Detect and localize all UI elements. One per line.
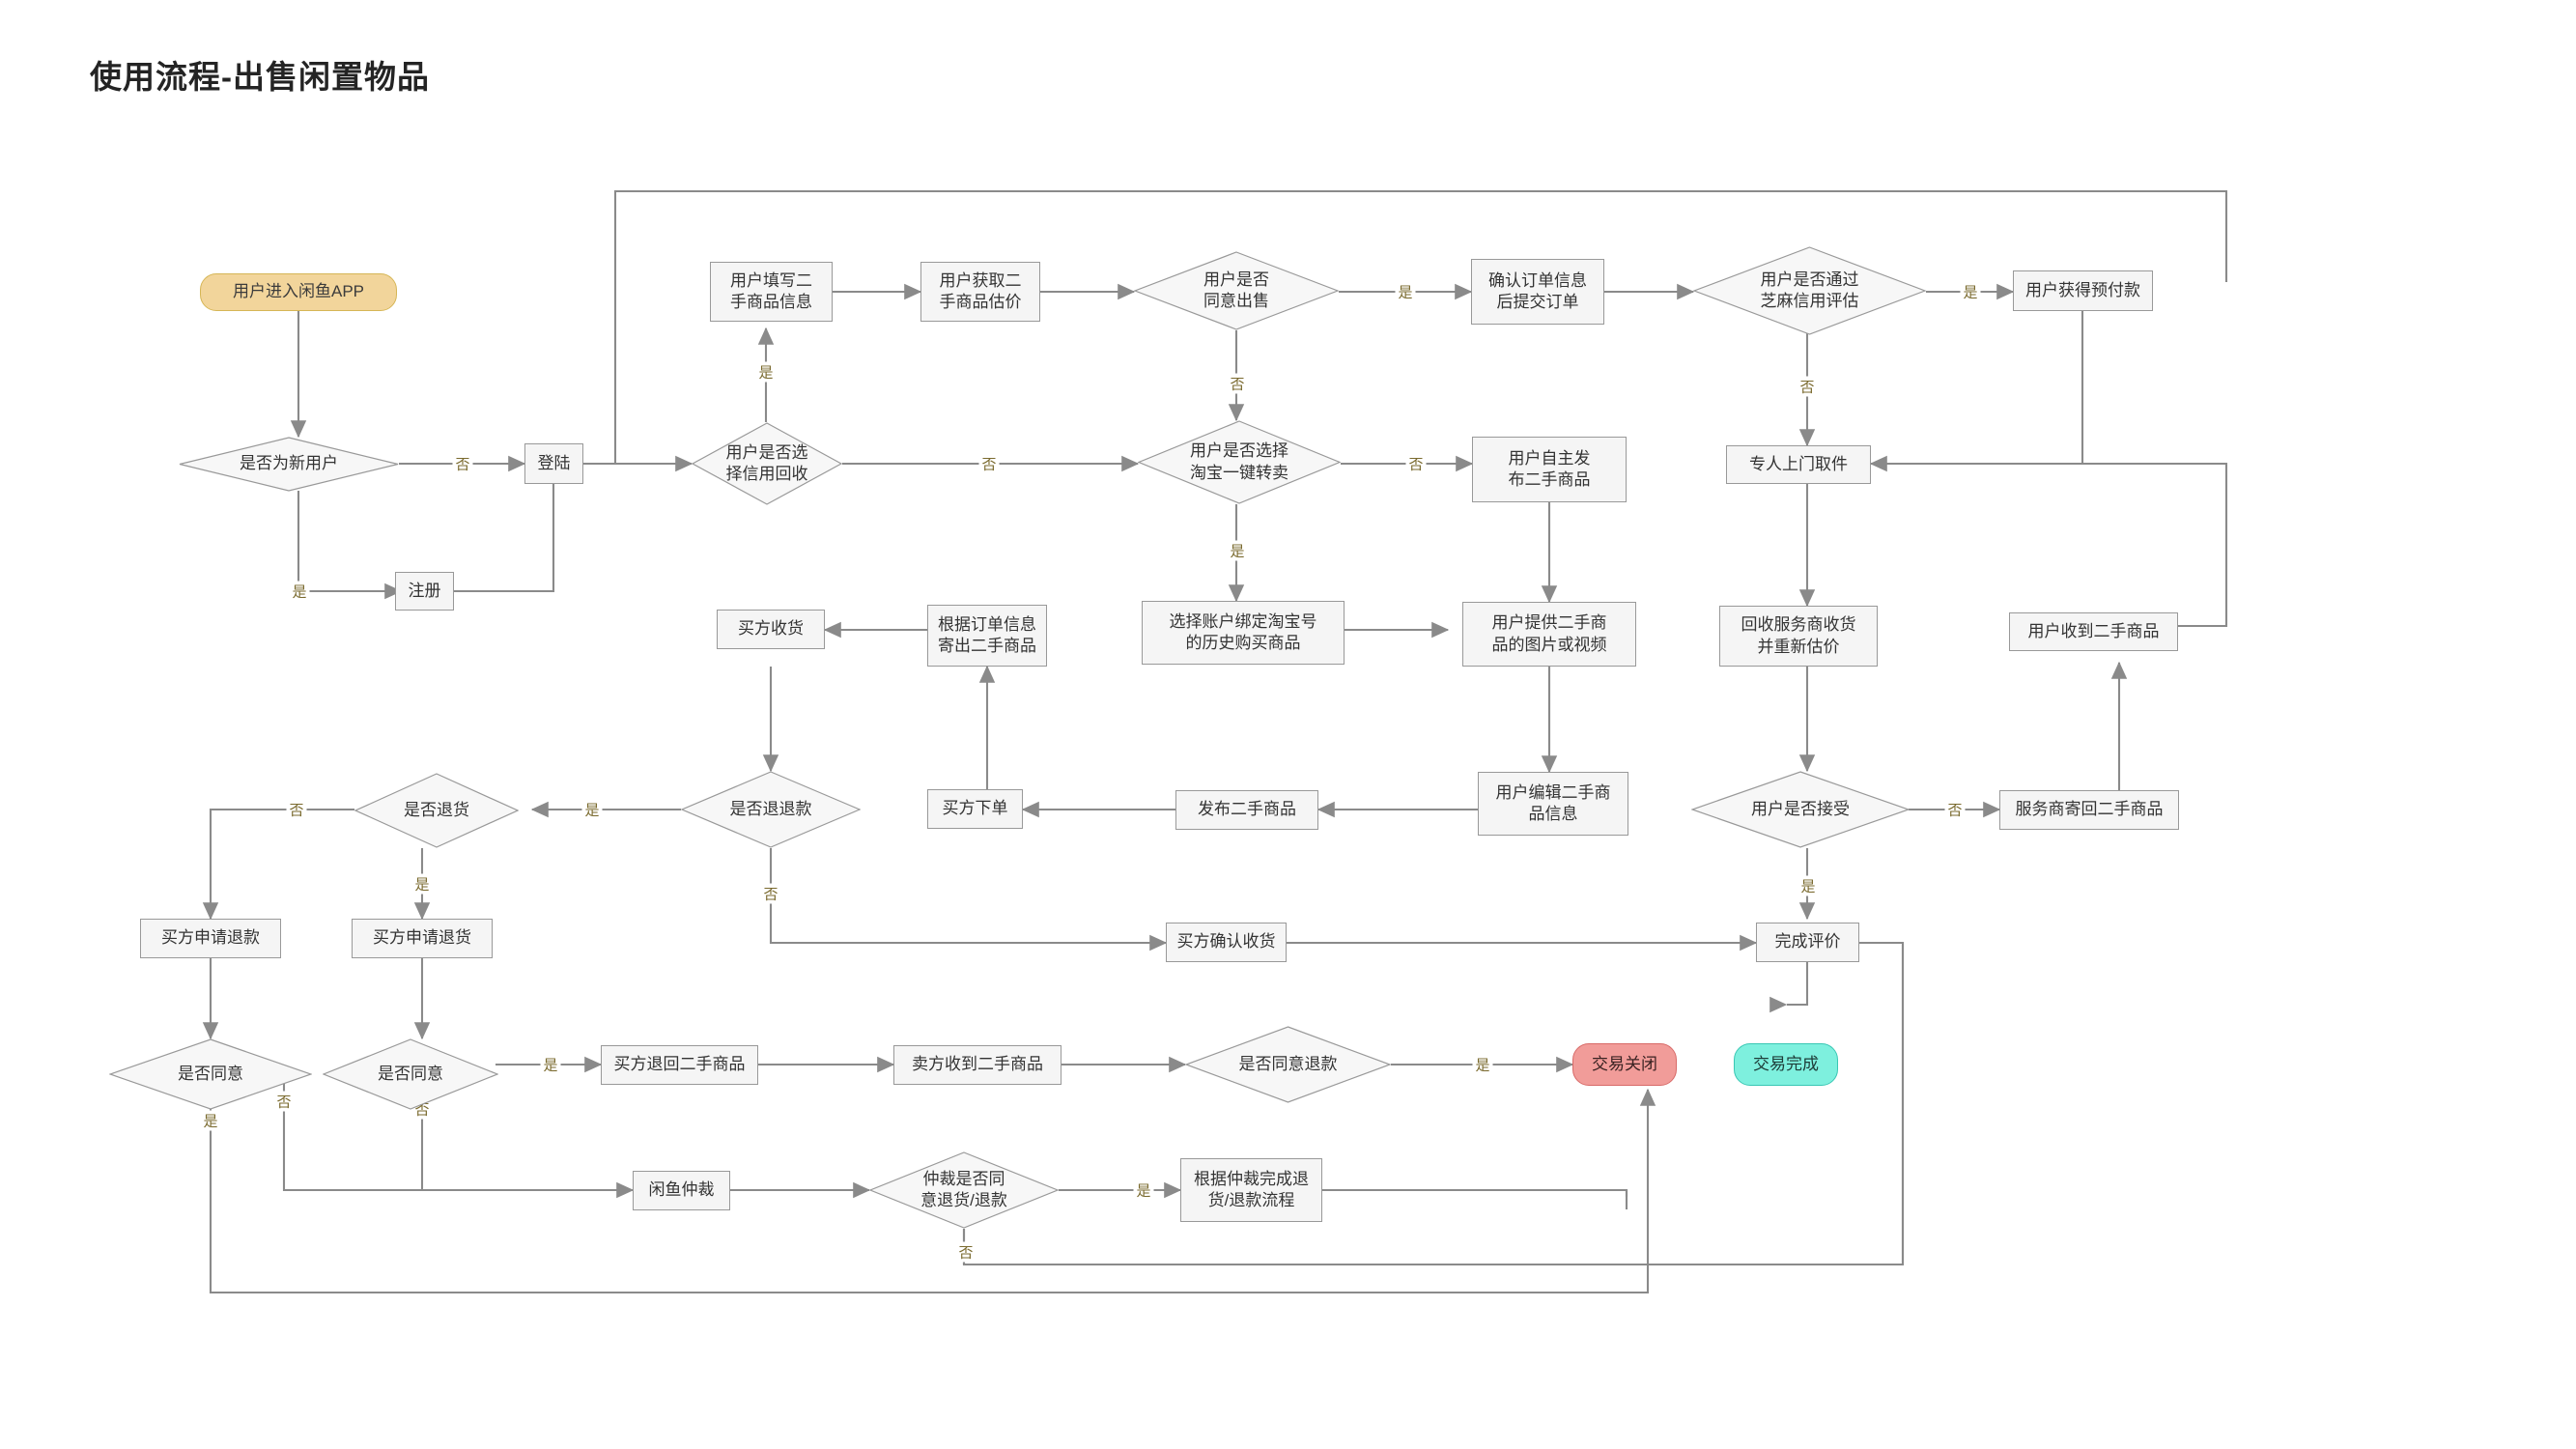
edge-label-yes: 是 — [1798, 875, 1819, 896]
node-label: 用户是否通过 芝麻信用评估 — [1760, 270, 1859, 310]
node-get-prepay[interactable]: 用户获得预付款 — [2013, 270, 2153, 311]
node-publish-item[interactable]: 发布二手商品 — [1175, 790, 1318, 830]
node-agree-refund-3[interactable]: 是否同意退款 — [1185, 1026, 1391, 1103]
node-zhima-credit-check[interactable]: 用户是否通过 芝麻信用评估 — [1693, 246, 1926, 335]
node-complete-by-arbitration[interactable]: 根据仲裁完成退 货/退款流程 — [1180, 1158, 1322, 1222]
node-label: 仲裁是否同 意退货/退款 — [920, 1169, 1007, 1209]
node-service-send-back[interactable]: 服务商寄回二手商品 — [1999, 790, 2179, 830]
node-label: 用户是否选 择信用回收 — [725, 442, 808, 483]
node-label: 是否退退款 — [729, 799, 812, 818]
edge-label-no: 否 — [978, 453, 1000, 474]
node-buyer-apply-refund[interactable]: 买方申请退款 — [140, 919, 281, 958]
node-agree-refund-1[interactable]: 是否同意 — [109, 1038, 312, 1110]
node-choose-taobao-resale[interactable]: 用户是否选择 淘宝一键转卖 — [1138, 420, 1341, 504]
page-title: 使用流程-出售闲置物品 — [90, 59, 430, 95]
node-agree-to-sell[interactable]: 用户是否 同意出售 — [1134, 251, 1339, 330]
edge-label-yes: 是 — [1960, 281, 1981, 302]
node-trade-done[interactable]: 交易完成 — [1734, 1043, 1838, 1086]
edge-label-no: 否 — [1944, 799, 1966, 820]
node-arbitration-agree[interactable]: 仲裁是否同 意退货/退款 — [869, 1151, 1059, 1229]
edge-label-yes: 是 — [1472, 1054, 1493, 1075]
node-finish-review[interactable]: 完成评价 — [1756, 923, 1859, 962]
node-label: 是否退货 — [404, 800, 469, 819]
node-xianyu-arbitration[interactable]: 闲鱼仲裁 — [633, 1171, 730, 1210]
edge-label-no: 否 — [286, 799, 307, 820]
node-label: 用户是否 同意出售 — [1203, 270, 1269, 310]
edge-label-no: 否 — [760, 883, 781, 904]
node-agree-refund-2[interactable]: 是否同意 — [323, 1038, 498, 1110]
node-login[interactable]: 登陆 — [524, 443, 583, 484]
node-is-return[interactable]: 是否退货 — [354, 773, 519, 848]
node-is-refund[interactable]: 是否退退款 — [681, 771, 861, 848]
edge-label-yes: 是 — [411, 873, 433, 895]
edge-label-yes: 是 — [289, 581, 310, 602]
edge-label-yes: 是 — [581, 799, 603, 820]
node-confirm-submit-order[interactable]: 确认订单信息 后提交订单 — [1471, 259, 1604, 325]
node-get-estimate[interactable]: 用户获取二 手商品估价 — [920, 262, 1040, 322]
node-choose-credit-recycle[interactable]: 用户是否选 择信用回收 — [692, 422, 842, 505]
node-buyer-return-item[interactable]: 买方退回二手商品 — [601, 1045, 758, 1085]
node-fill-item-info[interactable]: 用户填写二 手商品信息 — [710, 262, 833, 322]
edge-label-no: 否 — [1227, 373, 1248, 394]
node-label: 用户是否选择 淘宝一键转卖 — [1190, 441, 1288, 482]
edge-label-no: 否 — [273, 1091, 295, 1112]
edge-label-no: 否 — [1405, 453, 1427, 474]
node-recycler-receive-reprice[interactable]: 回收服务商收货 并重新估价 — [1719, 606, 1878, 667]
node-buyer-place-order[interactable]: 买方下单 — [927, 789, 1023, 829]
edge-label-yes: 是 — [1395, 281, 1416, 302]
edge-label-yes: 是 — [1227, 540, 1248, 561]
node-user-accept[interactable]: 用户是否接受 — [1691, 771, 1910, 848]
edge-label-no: 否 — [452, 453, 473, 474]
edge-label-yes: 是 — [755, 361, 777, 383]
node-edit-item-info[interactable]: 用户编辑二手商 品信息 — [1478, 772, 1628, 836]
node-user-receive-item[interactable]: 用户收到二手商品 — [2009, 612, 2178, 651]
edge-label-yes: 是 — [540, 1054, 561, 1075]
edge-label-yes: 是 — [1133, 1179, 1154, 1201]
node-self-publish[interactable]: 用户自主发 布二手商品 — [1472, 437, 1627, 502]
node-ship-by-order[interactable]: 根据订单信息 寄出二手商品 — [927, 605, 1047, 667]
node-buyer-receive[interactable]: 买方收货 — [717, 610, 825, 649]
node-pickup-by-agent[interactable]: 专人上门取件 — [1726, 445, 1871, 484]
node-label: 是否为新用户 — [240, 454, 338, 473]
node-buyer-apply-return[interactable]: 买方申请退货 — [352, 919, 493, 958]
node-label: 用户是否接受 — [1751, 799, 1850, 818]
edge-label-no: 否 — [1797, 376, 1818, 397]
node-provide-photos[interactable]: 用户提供二手商 品的图片或视频 — [1462, 602, 1636, 667]
node-register[interactable]: 注册 — [395, 572, 454, 611]
node-buyer-confirm-receipt[interactable]: 买方确认收货 — [1166, 923, 1287, 962]
edge-label-yes: 是 — [200, 1110, 221, 1131]
node-label: 是否同意退款 — [1238, 1054, 1338, 1073]
node-seller-receive-item[interactable]: 卖方收到二手商品 — [893, 1045, 1062, 1085]
node-bind-taobao-history[interactable]: 选择账户绑定淘宝号 的历史购买商品 — [1142, 601, 1345, 665]
node-is-new-user[interactable]: 是否为新用户 — [179, 437, 399, 492]
edge-label-no: 否 — [955, 1241, 977, 1263]
node-label: 是否同意 — [178, 1064, 243, 1083]
node-label: 是否同意 — [378, 1064, 443, 1083]
node-start-app[interactable]: 用户进入闲鱼APP — [200, 273, 397, 311]
node-trade-closed[interactable]: 交易关闭 — [1572, 1043, 1677, 1086]
